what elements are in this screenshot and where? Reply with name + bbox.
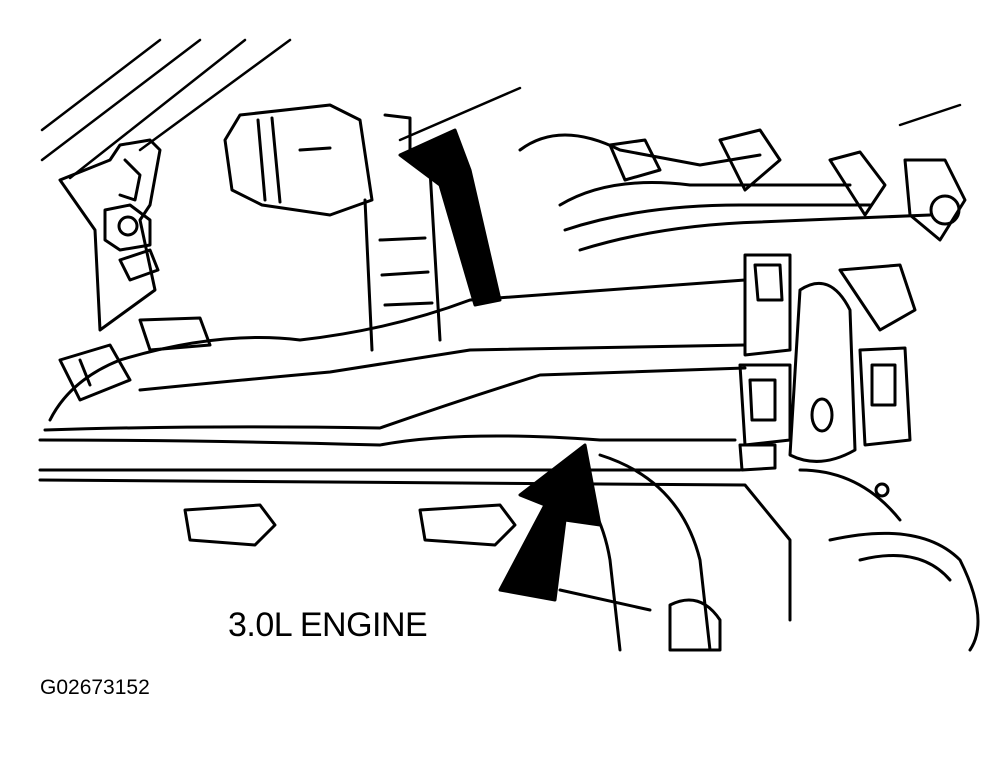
figure-id: G02673152 — [40, 676, 150, 699]
hood-edge-lines — [40, 38, 962, 180]
left-mounting-bracket — [58, 138, 162, 332]
main-hose-assembly — [38, 278, 747, 447]
lower-engine-block — [38, 453, 980, 652]
lower-arrow-icon — [498, 443, 602, 602]
engine-caption: 3.0L ENGINE — [228, 606, 428, 644]
upper-arrow-icon — [398, 128, 502, 307]
center-support — [363, 168, 442, 352]
upper-electrical-connector — [223, 103, 412, 217]
right-hose-clamps — [738, 253, 917, 472]
callout-arrows — [398, 128, 602, 602]
upper-right-hoses — [518, 128, 967, 252]
